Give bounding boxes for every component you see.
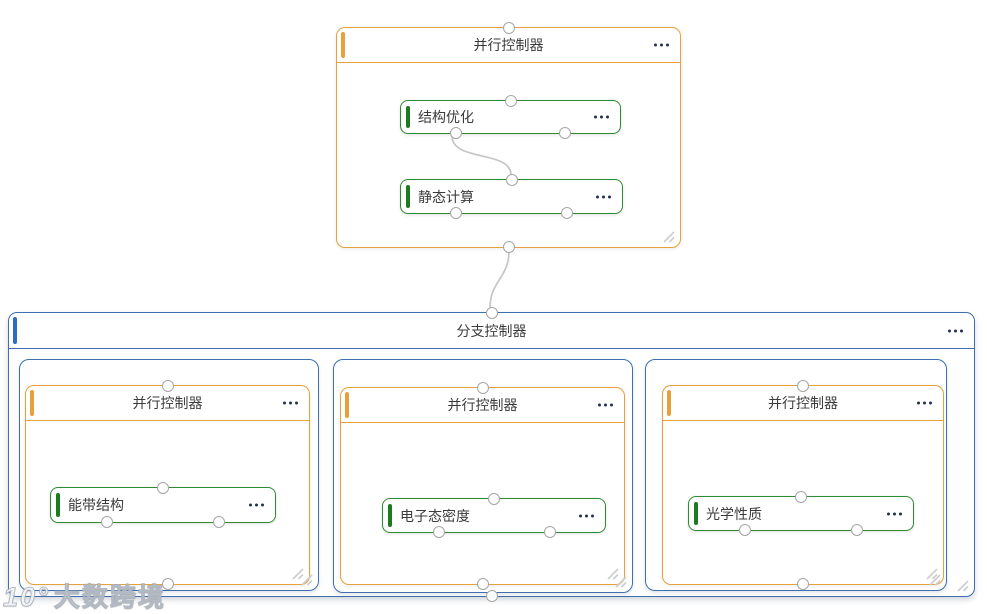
node-optical-properties[interactable]: 光学性质 [688, 491, 914, 536]
resize-handle-icon[interactable] [927, 572, 941, 586]
group-title: 分支控制器 [456, 322, 527, 339]
output-port-left[interactable] [450, 207, 463, 219]
group-header: 分支控制器 [9, 313, 974, 349]
node-structure-optimization[interactable]: 结构优化 [400, 95, 621, 139]
output-port-left[interactable] [739, 524, 751, 536]
group-parallel-controller-lane1[interactable]: 并行控制器 能带结构 [25, 380, 310, 590]
node-accent-bar [406, 106, 410, 128]
group-accent-bar [667, 390, 671, 416]
group-header: 并行控制器 [663, 386, 943, 421]
group-accent-bar [345, 392, 349, 418]
node-accent-bar [56, 493, 60, 517]
output-port-right[interactable] [543, 526, 556, 538]
branch-lane-3[interactable]: 并行控制器 光学性质 [645, 359, 947, 591]
resize-handle-icon[interactable] [605, 566, 619, 580]
node-label: 结构优化 [418, 109, 474, 125]
resize-handle-icon[interactable] [290, 566, 304, 580]
resize-handle-icon[interactable] [613, 574, 627, 588]
group-header: 并行控制器 [337, 28, 680, 63]
branch-lane-1[interactable]: 并行控制器 能带结构 [19, 359, 319, 591]
output-port[interactable] [485, 590, 498, 602]
more-menu-icon[interactable] [596, 195, 611, 198]
more-menu-icon[interactable] [654, 43, 669, 47]
node-label: 能带结构 [68, 497, 124, 513]
group-header: 并行控制器 [341, 388, 624, 423]
output-port-right[interactable] [559, 127, 572, 139]
more-menu-icon[interactable] [598, 403, 613, 407]
node-label: 电子态密度 [400, 507, 470, 524]
group-header: 并行控制器 [26, 386, 309, 421]
group-accent-bar [30, 390, 34, 416]
resize-handle-icon[interactable] [661, 229, 675, 243]
group-parallel-controller-lane3[interactable]: 并行控制器 光学性质 [662, 380, 944, 590]
output-port-right[interactable] [851, 524, 863, 536]
resize-handle-icon[interactable] [924, 566, 938, 580]
output-port[interactable] [161, 578, 174, 590]
output-port[interactable] [797, 578, 809, 590]
input-port[interactable] [476, 382, 489, 394]
group-parallel-controller-lane2[interactable]: 并行控制器 电子态密度 [340, 382, 625, 590]
input-port[interactable] [488, 493, 500, 505]
group-branch-controller[interactable]: 分支控制器 并行控制器 能带结构 [8, 307, 975, 602]
output-port-right[interactable] [213, 516, 225, 528]
resize-handle-icon[interactable] [955, 578, 969, 592]
input-port[interactable] [502, 22, 515, 34]
group-parallel-controller-top[interactable]: 并行控制器 结构优化 静态计算 [336, 22, 681, 253]
node-accent-bar [694, 502, 698, 525]
node-accent-bar [388, 504, 392, 527]
output-port-left[interactable] [101, 516, 113, 528]
input-port[interactable] [795, 491, 807, 503]
input-port[interactable] [505, 174, 518, 186]
output-port[interactable] [476, 578, 489, 590]
group-title: 并行控制器 [447, 397, 518, 413]
input-port[interactable] [157, 482, 169, 494]
output-port-right[interactable] [560, 207, 573, 219]
group-accent-bar [341, 32, 345, 58]
more-menu-icon[interactable] [283, 401, 298, 405]
more-menu-icon[interactable] [594, 115, 609, 119]
input-port[interactable] [485, 307, 498, 319]
node-label: 光学性质 [706, 505, 762, 522]
node-static-calculation[interactable]: 静态计算 [400, 174, 623, 219]
more-menu-icon[interactable] [917, 401, 932, 405]
more-menu-icon[interactable] [249, 503, 264, 507]
group-title: 并行控制器 [132, 395, 203, 411]
output-port[interactable] [502, 241, 515, 253]
input-port[interactable] [504, 95, 517, 107]
more-menu-icon[interactable] [887, 512, 902, 515]
input-port[interactable] [161, 380, 174, 392]
node-band-structure[interactable]: 能带结构 [50, 482, 276, 528]
branch-lane-2[interactable]: 并行控制器 电子态密度 [333, 359, 633, 593]
node-electronic-dos[interactable]: 电子态密度 [382, 493, 606, 538]
group-title: 并行控制器 [768, 395, 838, 411]
node-accent-bar [406, 185, 410, 208]
group-accent-bar [13, 317, 17, 344]
output-port-left[interactable] [432, 526, 445, 538]
resize-handle-icon[interactable] [299, 572, 313, 586]
more-menu-icon[interactable] [948, 329, 963, 332]
output-port-left[interactable] [449, 127, 462, 139]
more-menu-icon[interactable] [579, 514, 594, 517]
group-title: 并行控制器 [473, 37, 544, 53]
input-port[interactable] [797, 380, 809, 392]
node-label: 静态计算 [418, 188, 474, 205]
connector-topgroup-to-branchgroup [489, 250, 510, 309]
